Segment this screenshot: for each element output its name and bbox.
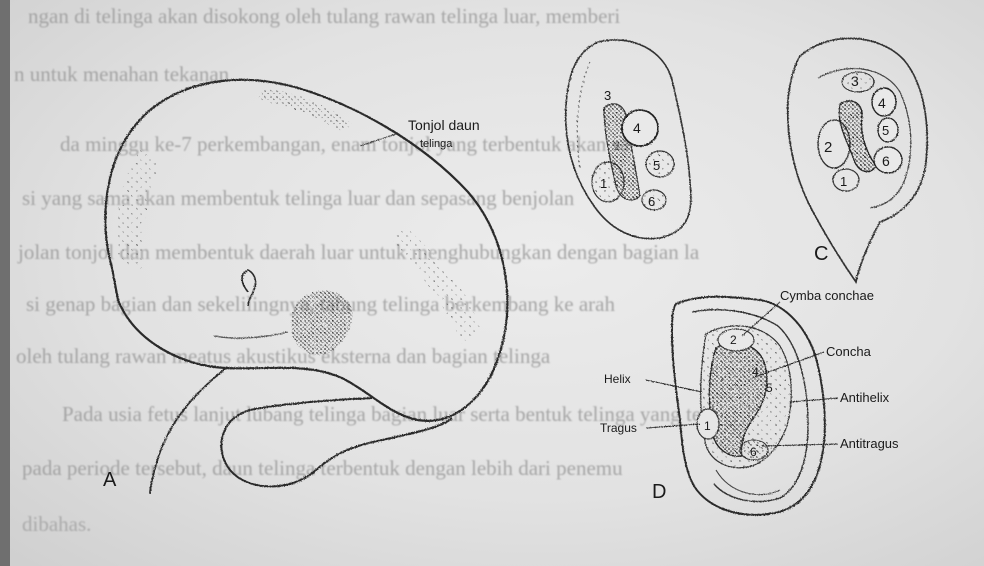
- panel-b-number-1: 1: [600, 176, 607, 191]
- panel-d-number-1: 1: [704, 419, 711, 433]
- panel-c-number-5: 5: [882, 123, 889, 138]
- panel-d-number-2: 2: [730, 333, 737, 347]
- embryo-stippling-1: [117, 148, 160, 270]
- pointer-antihelix: [790, 398, 838, 402]
- panel-d-number-6: 6: [750, 445, 757, 459]
- embryo-stippling-3: [258, 88, 352, 132]
- panel-b-number-5: 5: [653, 158, 660, 173]
- panel-d-number-5: 5: [766, 381, 773, 395]
- concha-label: Concha: [826, 344, 872, 359]
- panel-c-letter: C: [814, 243, 828, 265]
- cymba-conchae-label: Cymba conchae: [780, 288, 874, 303]
- panel-b-number-2: 2: [614, 141, 620, 153]
- pointer-helix: [646, 380, 702, 392]
- panel-b-number-4: 4: [633, 120, 641, 136]
- panel-c-number-6: 6: [882, 153, 890, 169]
- panel-d-earlobe: [716, 470, 780, 495]
- panel-b-ear-stage: [566, 40, 691, 239]
- panel-c-number-1: 1: [840, 174, 847, 189]
- panel-b-number-3: 3: [604, 88, 611, 103]
- tonjol-daun-label: Tonjol daun: [408, 117, 480, 133]
- helix-label: Helix: [604, 372, 631, 386]
- auricular-hillocks-stipple: [291, 291, 352, 355]
- pointer-tragus: [646, 424, 700, 428]
- panel-c-number-3: 3: [851, 73, 859, 89]
- panel-d-adult-ear: [646, 297, 838, 515]
- embryo-stippling-2: [392, 224, 480, 344]
- panel-a-letter: A: [103, 469, 117, 491]
- panel-c-number-4: 4: [878, 95, 886, 111]
- embryo-neck-line: [150, 368, 226, 494]
- embryo-mouth-line: [214, 332, 288, 338]
- panel-d-letter: D: [652, 481, 666, 503]
- tonjol-pointer-line: [360, 134, 396, 146]
- panel-b-number-6: 6: [648, 194, 655, 209]
- embryo-arm-bud: [221, 398, 452, 487]
- panel-b-inner-arc: [577, 62, 590, 168]
- panel-c-number-2: 2: [824, 139, 832, 156]
- embryo-eye: [242, 270, 255, 306]
- antitragus-label: Antitragus: [840, 436, 899, 451]
- telinga-label: telinga: [420, 138, 453, 150]
- antihelix-label: Antihelix: [840, 390, 890, 405]
- panel-d-number-4: 4: [752, 365, 759, 379]
- tragus-label: Tragus: [600, 421, 637, 435]
